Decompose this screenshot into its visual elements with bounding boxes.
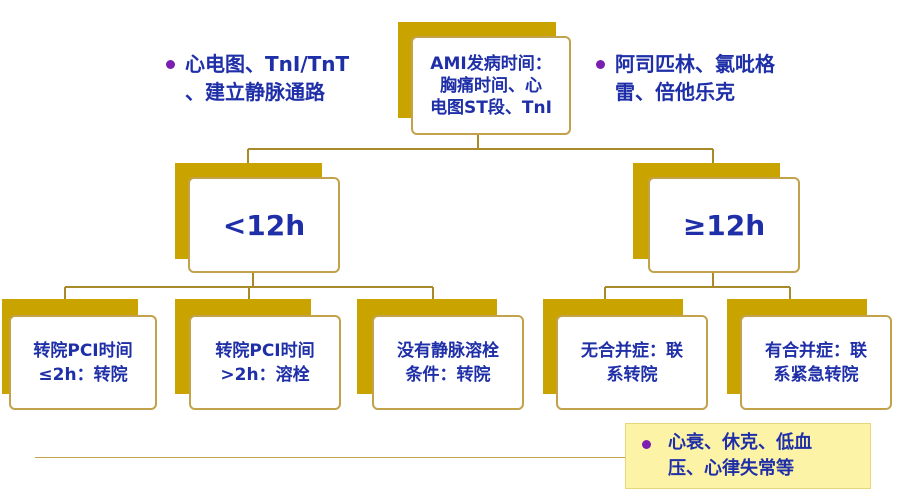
callout-line-2: 压、心律失常等 — [668, 458, 794, 479]
root-line-1: AMI发病时间： — [430, 53, 552, 74]
note-right: 阿司匹林、氯吡格 雷、倍他乐克 — [615, 50, 835, 106]
leaf-4-line-1: 无合并症：联 — [581, 340, 683, 361]
branch-right-node: ≥12h — [648, 177, 800, 273]
leaf-1-line-1: 转院PCI时间 — [33, 340, 133, 361]
leaf-3-line-2: 条件：转院 — [405, 364, 491, 385]
leaf-5-line-2: 系紧急转院 — [773, 364, 859, 385]
leaf-node-5: 有合并症：联 系紧急转院 — [740, 315, 892, 410]
leaf-4-line-2: 系转院 — [606, 364, 658, 385]
branch-right-label: ≥12h — [682, 208, 766, 242]
branch-left-node: <12h — [188, 177, 340, 273]
note-left-line-2: 、建立静脉通路 — [185, 80, 325, 104]
note-left: 心电图、TnI/TnT 、建立静脉通路 — [185, 50, 385, 106]
leaf-5-line-1: 有合并症：联 — [765, 340, 867, 361]
root-line-3: 电图ST段、TnI — [430, 97, 552, 118]
note-right-line-2: 雷、倍他乐克 — [615, 80, 735, 104]
baseline-divider — [35, 457, 625, 458]
callout-text: 心衰、休克、低血 压、心律失常等 — [668, 430, 868, 482]
callout-bullet — [642, 440, 651, 449]
note-left-line-1: 心电图、TnI/TnT — [185, 52, 350, 76]
root-line-2: 胸痛时间、心 — [440, 75, 542, 96]
note-right-line-1: 阿司匹林、氯吡格 — [615, 52, 775, 76]
leaf-1-line-2: ≤2h：转院 — [38, 364, 128, 385]
branch-left-label: <12h — [222, 208, 306, 242]
leaf-3-line-1: 没有静脉溶栓 — [397, 340, 499, 361]
callout-line-1: 心衰、休克、低血 — [668, 432, 812, 453]
root-node: AMI发病时间： 胸痛时间、心 电图ST段、TnI — [411, 36, 571, 135]
leaf-node-4: 无合并症：联 系转院 — [556, 315, 708, 410]
note-right-bullet — [596, 60, 605, 69]
leaf-node-2: 转院PCI时间 >2h：溶栓 — [189, 315, 341, 410]
leaf-node-1: 转院PCI时间 ≤2h：转院 — [9, 315, 157, 410]
leaf-node-3: 没有静脉溶栓 条件：转院 — [372, 315, 524, 410]
leaf-2-line-1: 转院PCI时间 — [215, 340, 315, 361]
note-left-bullet — [166, 60, 175, 69]
leaf-2-line-2: >2h：溶栓 — [220, 364, 310, 385]
complication-callout: 心衰、休克、低血 压、心律失常等 — [625, 423, 871, 489]
